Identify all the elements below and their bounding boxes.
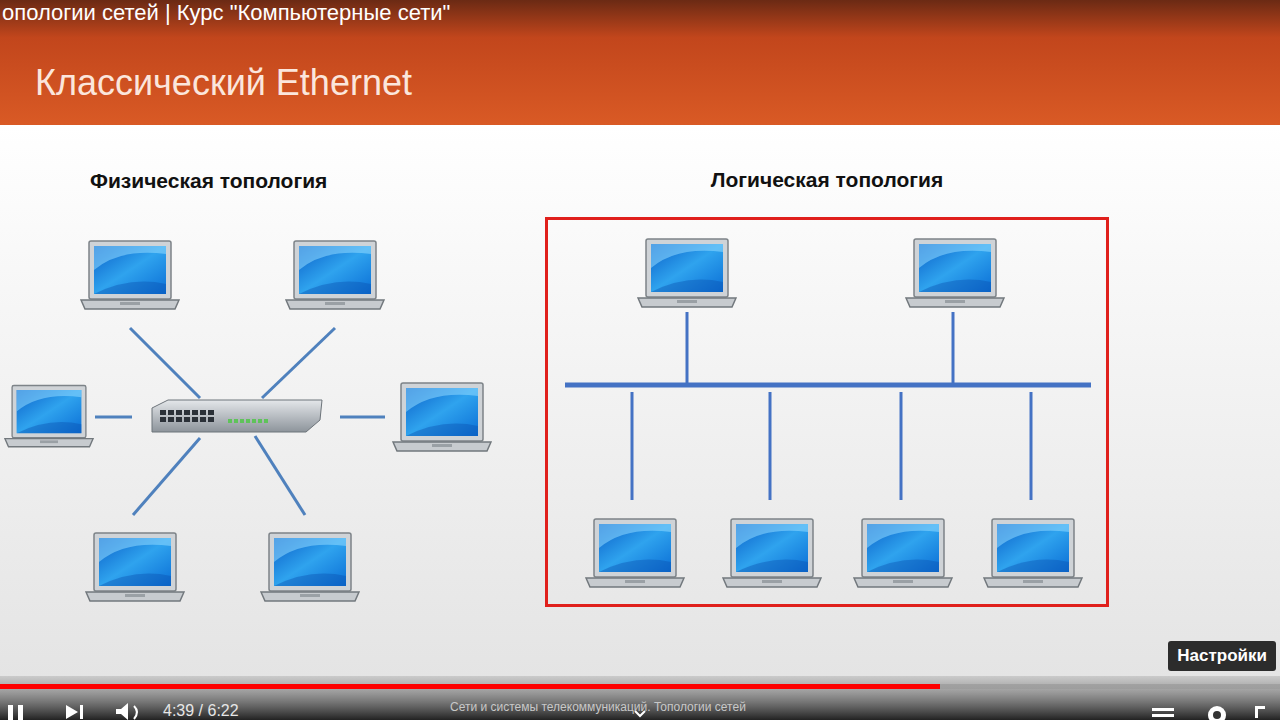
node-heading: Настройки bbox=[1177, 646, 1267, 666]
topology-heading: Физическая топология bbox=[90, 169, 327, 193]
settings-tooltip: Настройки bbox=[1168, 641, 1276, 671]
video-time: 4:39 / 6:22 bbox=[163, 702, 239, 720]
node-heading: Логическая топология bbox=[711, 168, 943, 192]
video-title: опологии сетей | Курс "Компьютерные сети… bbox=[2, 0, 450, 26]
topology-frame: Логическая топология bbox=[545, 217, 1109, 607]
slide-title: Классический Ethernet bbox=[35, 62, 412, 104]
video-chapter: Сети и системы телекоммуникаций. Тополог… bbox=[450, 700, 746, 714]
